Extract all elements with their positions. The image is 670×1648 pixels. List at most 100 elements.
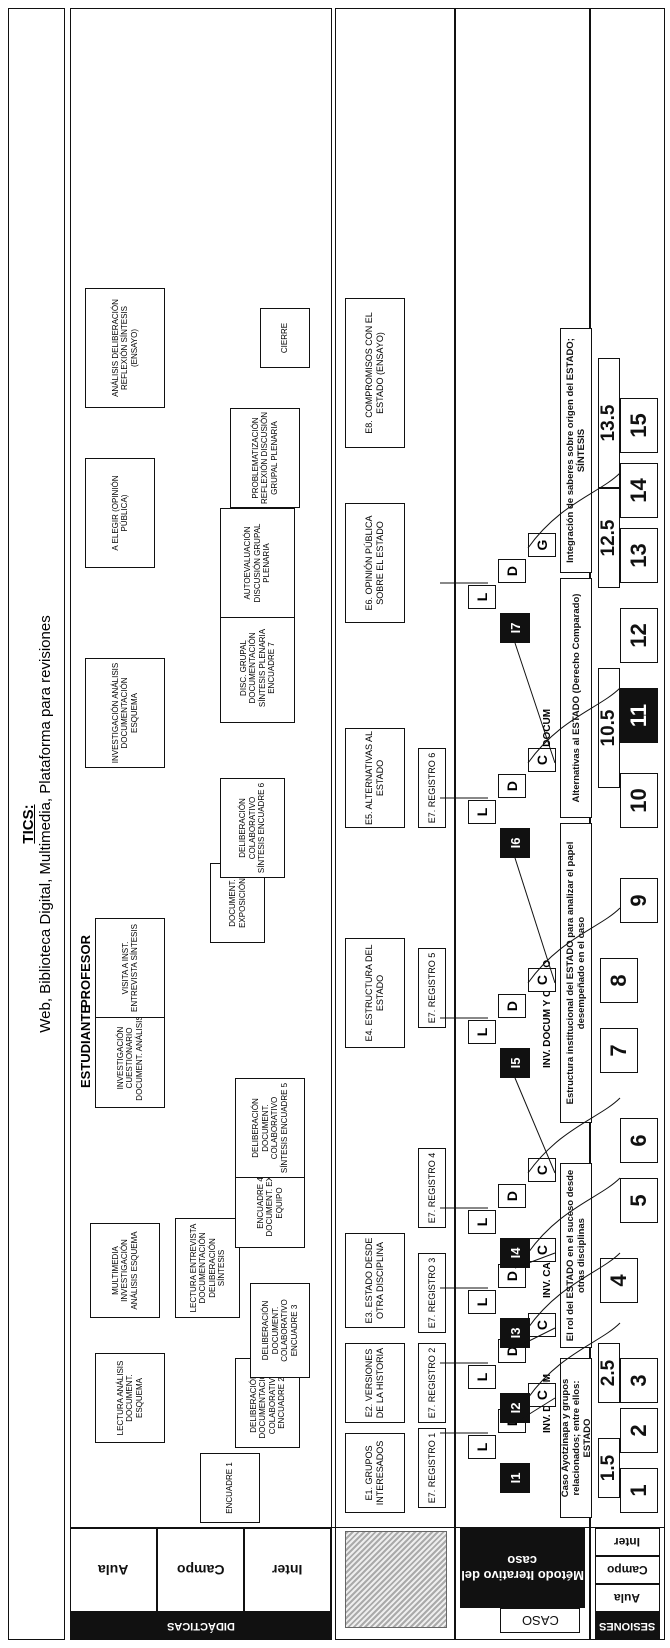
iteration-I2-label: I2: [507, 1402, 523, 1414]
role-profesor-label: PROFESOR: [78, 935, 93, 1008]
sesion-campo-label: Campo: [607, 1563, 648, 1577]
iteration-I3-step-2: C: [528, 1238, 556, 1262]
registro-1-label: E7. REGISTRO 1: [426, 1432, 437, 1504]
tics-panel: TICS:Web, Biblioteca Digital, Multimedia…: [8, 8, 65, 1640]
sesion-campo: Campo: [595, 1556, 660, 1584]
session-10: 10: [620, 773, 658, 828]
activity-10-label: VISITA A INST. ENTREVISTA SÍNTESIS: [120, 924, 140, 1012]
session-11-label: 11: [626, 703, 651, 728]
iteration-I7-step-1: D: [498, 559, 526, 583]
didacticas-label: DIDÁCTICAS: [167, 1620, 235, 1632]
session-half-10-5: 10.5: [598, 668, 620, 788]
session-7: 7: [600, 1028, 638, 1073]
session-3: 3: [620, 1358, 658, 1403]
iteration-I5-step-1: D: [498, 994, 526, 1018]
etapa-2-label: E2. VERSIONES DE LA HISTORIA: [364, 1347, 385, 1419]
iteration-I4-label: I4: [507, 1247, 523, 1259]
activity-3-label: LECTURA ANÁLISIS DOCUMENT. ESQUEMA: [115, 1360, 144, 1436]
etapa-3-label: E3. ESTADO DESDE OTRA DISCIPLINA: [364, 1237, 385, 1324]
session-half-12-5-label: 12.5: [598, 519, 619, 557]
etapa-4: E4. ESTRUCTURA DEL ESTADO: [345, 938, 405, 1048]
iteration-I6-step-1-label: D: [504, 780, 520, 792]
etapa-4-label: E4. ESTRUCTURA DEL ESTADO: [364, 944, 385, 1042]
iteration-I2-step-2-label: C: [534, 1319, 550, 1331]
stage-header-5: Integración de saberes sobre origen del …: [560, 328, 592, 573]
sesiones-label: SESIONES: [599, 1620, 656, 1632]
iteration-I7-step-0-label: L: [474, 592, 490, 602]
didactica-inter-label: Inter: [272, 1562, 303, 1578]
registro-1: E7. REGISTRO 1: [418, 1428, 446, 1508]
session-half-13-5: 13.5: [598, 358, 620, 488]
registro-5-label: E7. REGISTRO 5: [426, 952, 437, 1024]
activity-6-label: LECTURA ENTREVISTA DOCUMENTACIÓN DELIBER…: [188, 1223, 227, 1313]
iteration-I5-step-2: C: [528, 968, 556, 992]
iteration-I3-label: I3: [507, 1327, 523, 1339]
iteration-I3-step-0: L: [468, 1290, 496, 1314]
session-half-2-5-label: 2.5: [598, 1359, 619, 1387]
session-5-label: 5: [626, 1194, 651, 1207]
activity-12: DELIBERACIÓN COLABORATIVO SÍNTESIS ENCUA…: [220, 778, 285, 878]
iteration-I2: I2: [500, 1393, 530, 1423]
session-half-2-5: 2.5: [598, 1343, 620, 1403]
iteration-I3-step-2-label: C: [534, 1244, 550, 1256]
etapa-5: E5. ALTERNATIVAS AL ESTADO: [345, 728, 405, 828]
iteration-I6-step-2: C: [528, 748, 556, 772]
iteration-I4-step-0-label: L: [474, 1217, 490, 1227]
iteration-I4-step-1: D: [498, 1184, 526, 1208]
iteration-I6-step-1: D: [498, 774, 526, 798]
activity-15-label: AUTOEVALUACIÓN DISCUSIÓN GRUPAL PLENARIA: [243, 523, 272, 603]
session-9-label: 9: [626, 894, 651, 907]
iteration-I5-step-1-label: D: [504, 1000, 520, 1012]
session-14: 14: [620, 463, 658, 518]
activity-13: DISC. GRUPAL DOCUMENTACIÓN SÍNTESIS PLEN…: [220, 613, 295, 723]
activity-12-label: DELIBERACIÓN COLABORATIVO SÍNTESIS ENCUA…: [238, 782, 267, 874]
caso-label: CASO: [521, 1613, 559, 1628]
session-half-1-5: 1.5: [598, 1438, 620, 1498]
didactica-aula: Aula: [70, 1528, 157, 1612]
activity-5: MULTIMEDIA INVESTIGACIÓN ANÁLISIS ESQUEM…: [90, 1223, 160, 1318]
session-13-label: 13: [626, 543, 651, 568]
iteration-I6: I6: [500, 828, 530, 858]
activity-18-label: CIERRE: [280, 322, 290, 354]
iteration-I1-step-0-label: L: [474, 1442, 490, 1452]
activity-3: LECTURA ANÁLISIS DOCUMENT. ESQUEMA: [95, 1353, 165, 1443]
session-4: 4: [600, 1258, 638, 1303]
session-9: 9: [620, 878, 658, 923]
activity-17-label: PROBLEMATIZACIÓN REFLEXIÓN DISCUSIÓN GRU…: [250, 412, 279, 505]
stage-header-3-text: Estructura institucional del ESTADO para…: [565, 841, 587, 1105]
activity-19-label: ANÁLISIS DELIBERACIÓN REFLEXIÓN SÍNTESIS…: [110, 299, 139, 397]
caso-box: CASO: [500, 1608, 580, 1633]
iteration-I2-step-2: C: [528, 1313, 556, 1337]
method-title: Método Iterativo del caso: [461, 1553, 584, 1583]
iteration-I1-label: I1: [507, 1472, 523, 1484]
stage-header-4-text: Alternativas al ESTADO (Derecho Comparad…: [570, 593, 582, 803]
iteration-I5-step-0-label: L: [474, 1027, 490, 1037]
activity-14: INVESTIGACIÓN ANÁLISIS DOCUMENTACIÓN ESQ…: [85, 658, 165, 768]
method-title-box: Método Iterativo del caso: [460, 1528, 585, 1608]
stage-header-4: Alternativas al ESTADO (Derecho Comparad…: [560, 578, 592, 818]
stage-header-5-text: Integración de saberes sobre origen del …: [565, 338, 587, 563]
iteration-I5-step-2-label: C: [534, 974, 550, 986]
iteration-I7-step-2: G: [528, 533, 556, 557]
activity-18: CIERRE: [260, 308, 310, 368]
didactica-aula-label: Aula: [98, 1562, 129, 1578]
registro-2-label: E7. REGISTRO 2: [426, 1347, 437, 1419]
iteration-I1-step-2: C: [528, 1383, 556, 1407]
role-profesor: PROFESOR: [78, 935, 93, 1008]
session-1: 1: [620, 1468, 658, 1513]
role-estudiante: ESTUDIANTE: [78, 1005, 93, 1088]
tics-label: TICS:: [19, 804, 37, 844]
etapa-2: E2. VERSIONES DE LA HISTORIA: [345, 1343, 405, 1423]
activity-9: INVESTIGACIÓN CUESTIONARIO DOCUMENT. ANÁ…: [95, 1008, 165, 1108]
session-2-label: 2: [626, 1424, 651, 1437]
etapa-5-label: E5. ALTERNATIVAS AL ESTADO: [364, 730, 385, 826]
iteration-I6-step-2-label: C: [534, 754, 550, 766]
stage-header-2-text: El rol del ESTADO en el suceso desde otr…: [565, 1169, 587, 1342]
iteration-I2-step-0-label: L: [474, 1372, 490, 1382]
registro-6: E7. REGISTRO 6: [418, 748, 446, 828]
sesion-aula: Aula: [595, 1584, 660, 1612]
session-6: 6: [620, 1118, 658, 1163]
etapa-6: E6. OPINIÓN PÚBLICA SOBRE EL ESTADO: [345, 503, 405, 623]
activity-10: VISITA A INST. ENTREVISTA SÍNTESIS: [95, 918, 165, 1018]
